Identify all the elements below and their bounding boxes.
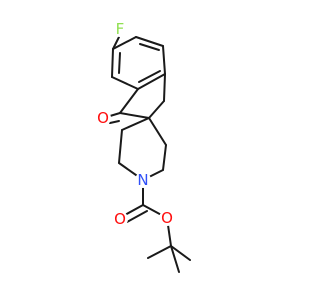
- bond: [112, 36, 137, 50]
- bond: [138, 70, 161, 83]
- bond: [170, 245, 191, 261]
- atom-symbol: O: [97, 109, 109, 127]
- ester-oxygen-atom: O: [159, 209, 175, 227]
- atom-symbol: O: [114, 210, 126, 228]
- bond: [109, 112, 121, 117]
- chemical-structure: F O N O O: [95, 20, 191, 273]
- bond: [111, 76, 139, 90]
- bond: [119, 112, 150, 119]
- bond: [112, 36, 120, 50]
- bond: [126, 210, 148, 223]
- bond: [163, 73, 166, 102]
- bond: [139, 43, 160, 51]
- bond: [148, 117, 167, 146]
- atom-symbol: N: [137, 171, 148, 189]
- bond: [118, 129, 123, 164]
- bond: [119, 88, 139, 114]
- bond: [137, 73, 166, 90]
- bond: [109, 120, 120, 124]
- bond: [162, 144, 167, 171]
- carbonyl-oxygen-atom: O: [112, 210, 128, 228]
- atom-symbol: F: [116, 20, 125, 38]
- nitrogen-atom: N: [135, 171, 151, 189]
- atom-symbol: O: [161, 209, 173, 227]
- bond: [147, 245, 172, 259]
- bond: [121, 117, 150, 131]
- bond: [148, 100, 165, 119]
- bond: [170, 245, 180, 273]
- bond: [111, 48, 114, 78]
- bond: [135, 36, 164, 47]
- fluorine-atom: F: [112, 20, 128, 38]
- bond: [118, 52, 121, 74]
- ketone-oxygen-atom: O: [95, 109, 111, 127]
- bond: [162, 45, 166, 75]
